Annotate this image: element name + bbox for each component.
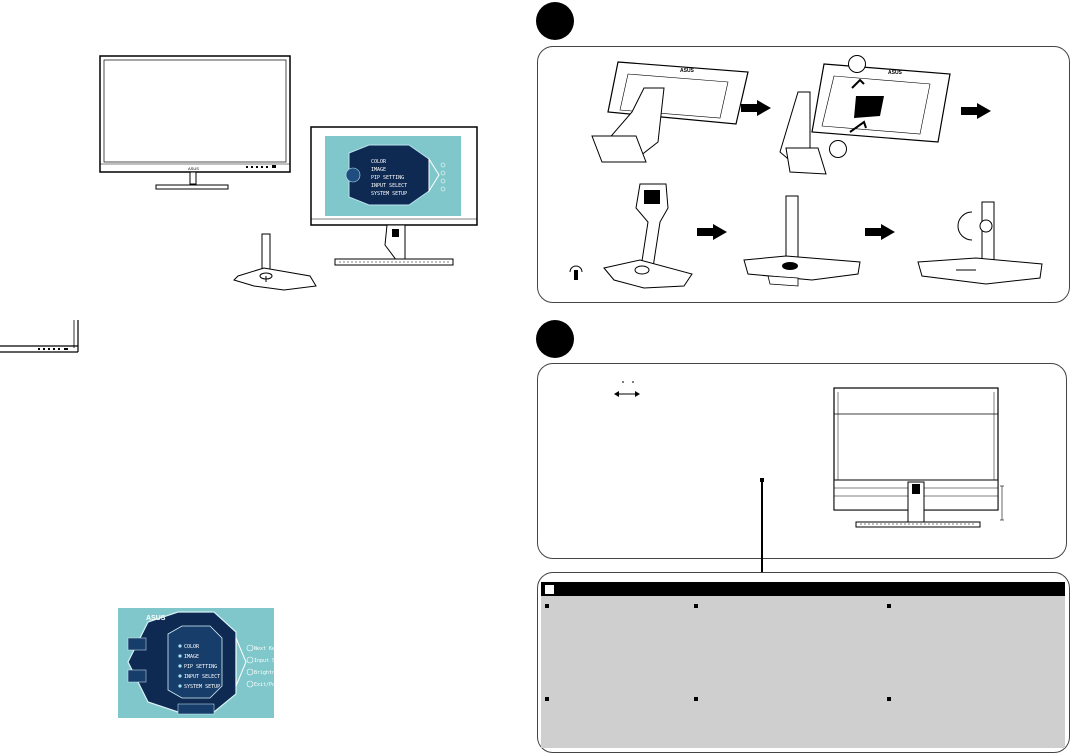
osd-side-key-icon [246,668,254,676]
step-1-marker [536,2,574,40]
arrow-right-1 [741,100,771,116]
callout-1 [848,55,866,73]
screw-icon [569,265,583,280]
info-panel-header-bar [541,582,1065,596]
rear-brand-logo-a: ASUS [680,68,695,74]
arrow-right-3 [697,224,727,240]
osd-menu-item[interactable]: PIP SETTING [184,664,217,670]
osd-menu-bullet [178,684,182,688]
stand-base-illustration-c [917,201,1043,285]
osd-menu-screenshot: ASUS COLOR IMAGE PIP SETTING INPUT SELECT SY… [118,608,290,718]
osd-side-key-icon [246,656,254,664]
brand-logo-front: ASUS [188,166,199,171]
osd-menu-item[interactable]: IMAGE [184,654,199,660]
info-bullet-r1-c2 [694,604,698,608]
osd-side-key-icon [246,680,254,688]
osd-side-item: Input Select [254,658,290,664]
monitor-edge-illustration [0,320,79,353]
stand-attach-illustration-a: ASUS [591,61,749,163]
stand-small-illustration [233,233,317,291]
monitor-osd-illustration: COLOR IMAGE PIP SETTING INPUT SELECT SYS… [310,126,478,266]
svg-text:PIP SETTING: PIP SETTING [371,175,404,181]
info-panel-body [541,596,1065,748]
stand-attach-illustration-b: ASUS [779,63,951,175]
monitor-front-illustration: ASUS [99,55,291,190]
osd-side-key-icon [246,644,254,652]
osd-menu-bullet [178,664,182,668]
osd-side-item: Exit/Power [254,682,284,688]
info-bullet-r2-c1 [545,697,549,701]
rear-brand-logo-b: ASUS [888,70,903,76]
svg-text:SYSTEM SETUP: SYSTEM SETUP [371,191,407,197]
callout-2 [829,140,847,158]
horizontal-swivel-arrow [614,381,640,397]
arrow-right-4 [865,224,895,240]
osd-brand-logo: ASUS [146,615,166,622]
stand-base-illustration-a [603,183,693,289]
step-2-marker [536,320,574,358]
osd-menu-bullet [178,674,182,678]
info-bullet-r2-c2 [694,697,698,701]
callout-leader-line [761,480,763,584]
monitor-height-adjust-illustration [833,387,1004,528]
info-panel-checkbox[interactable] [545,585,554,594]
svg-text:COLOR: COLOR [371,159,387,165]
svg-text:INPUT SELECT: INPUT SELECT [371,183,407,189]
info-bullet-r1-c3 [887,604,891,608]
osd-menu-item[interactable]: COLOR [184,644,200,650]
osd-side-item: Brightness [254,670,284,676]
info-bullet-r1-c1 [545,604,549,608]
osd-side-item: Next Key [254,646,278,652]
osd-menu-bullet [178,654,182,658]
osd-menu-item[interactable]: INPUT SELECT [184,674,220,680]
osd-menu-item[interactable]: SYSTEM SETUP [184,684,220,690]
callout-leader-dot [760,478,764,482]
svg-text:IMAGE: IMAGE [371,167,386,173]
osd-menu-bullet [178,644,182,648]
arrow-right-2 [961,103,991,119]
stand-base-illustration-b [743,195,861,287]
info-bullet-r2-c3 [887,697,891,701]
